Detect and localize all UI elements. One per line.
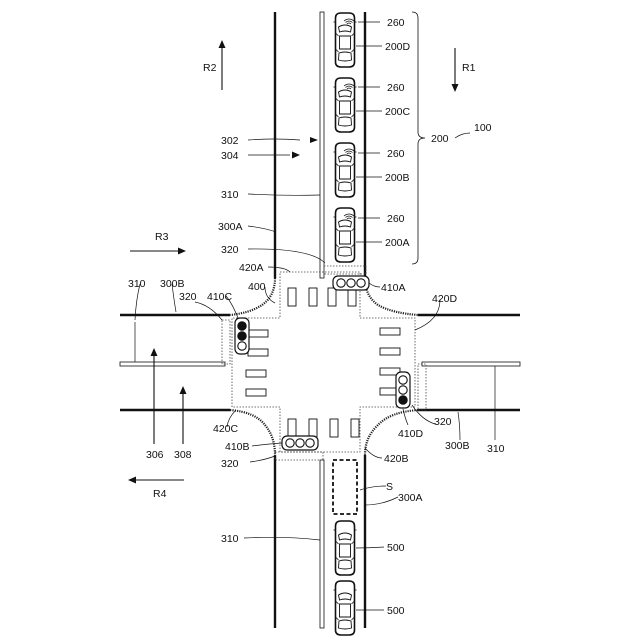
label-410b: 410B xyxy=(225,441,250,453)
vehicle-200b xyxy=(334,143,357,197)
label-300a: 300A xyxy=(398,492,423,504)
label-420b: 420B xyxy=(384,453,409,465)
label-306: 306 xyxy=(146,449,164,461)
label-200b: 200B xyxy=(385,172,410,184)
label-308: 308 xyxy=(174,449,192,461)
label-300b: 300B xyxy=(160,278,185,290)
signal-410a xyxy=(333,276,369,290)
label-310: 310 xyxy=(221,189,239,201)
label-s: S xyxy=(386,481,393,493)
curb-corners xyxy=(230,278,418,455)
label-320: 320 xyxy=(221,244,239,256)
label-200a: 200A xyxy=(385,237,410,249)
label-200c: 200C xyxy=(385,106,411,118)
signal-410b xyxy=(282,436,318,450)
label-400: 400 xyxy=(248,281,266,293)
signal-410d xyxy=(396,372,410,408)
reference-labels: 260 200D 260 200C 260 200B 260 200A R2 R… xyxy=(128,17,505,617)
vehicle-500-lower xyxy=(334,581,357,635)
label-420a: 420A xyxy=(239,262,264,274)
lane-separators xyxy=(120,12,520,628)
label-310: 310 xyxy=(128,278,146,290)
vehicle-200c xyxy=(334,78,357,132)
label-500: 500 xyxy=(387,605,405,617)
label-310: 310 xyxy=(487,443,505,455)
label-260: 260 xyxy=(387,17,405,29)
label-300b: 300B xyxy=(445,440,470,452)
label-320: 320 xyxy=(221,458,239,470)
vehicle-200d xyxy=(334,13,357,67)
label-420c: 420C xyxy=(213,423,239,435)
label-320: 320 xyxy=(434,416,452,428)
label-r2: R2 xyxy=(203,62,217,74)
vehicle-200a xyxy=(334,208,357,262)
label-410d: 410D xyxy=(398,428,424,440)
label-260: 260 xyxy=(387,148,405,160)
label-302: 302 xyxy=(221,135,239,147)
label-500: 500 xyxy=(387,542,405,554)
label-410a: 410A xyxy=(381,282,406,294)
label-200: 200 xyxy=(431,133,449,145)
label-100: 100 xyxy=(474,122,492,134)
label-r3: R3 xyxy=(155,231,169,243)
crosswalks xyxy=(246,288,400,437)
label-420d: 420D xyxy=(432,293,458,305)
label-260: 260 xyxy=(387,82,405,94)
label-410c: 410C xyxy=(207,291,233,303)
label-320: 320 xyxy=(179,291,197,303)
stop-space-s xyxy=(333,460,357,514)
group-bracket xyxy=(412,12,425,264)
label-260: 260 xyxy=(387,213,405,225)
label-r4: R4 xyxy=(153,488,167,500)
intersection-area xyxy=(222,266,426,460)
label-304: 304 xyxy=(221,150,239,162)
label-300a: 300A xyxy=(218,221,243,233)
signal-410c xyxy=(235,318,249,354)
label-310: 310 xyxy=(221,533,239,545)
label-200d: 200D xyxy=(385,41,411,53)
vehicle-500-upper xyxy=(334,521,357,575)
label-r1: R1 xyxy=(462,62,476,74)
